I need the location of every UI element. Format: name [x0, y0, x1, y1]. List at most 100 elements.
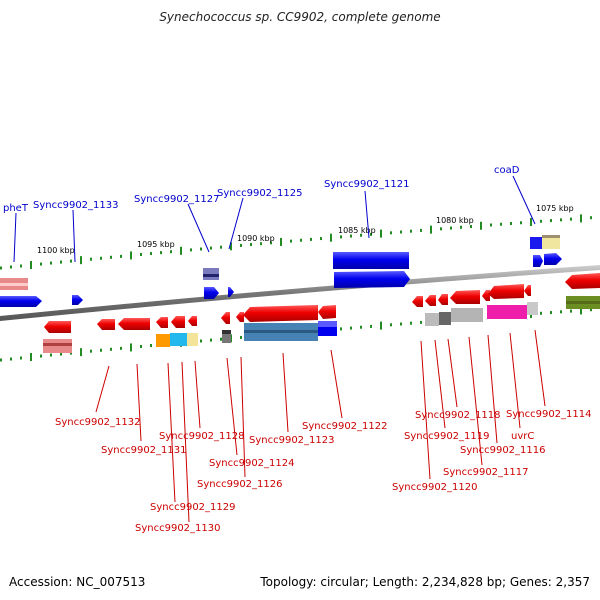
label-1125[interactable]: Syncc9902_1125: [217, 188, 303, 199]
scale-label-1095: 1095 kbp: [137, 240, 175, 249]
forward-scale-tick: [260, 242, 262, 246]
gene-1117[interactable]: [450, 290, 480, 304]
reverse-scale-tick: [10, 357, 12, 361]
gene-uvrC[interactable]: [488, 284, 524, 299]
gene-1121[interactable]: [334, 271, 410, 288]
label-1133[interactable]: Syncc9902_1133: [33, 200, 119, 211]
feature-yellow-coaD: [542, 237, 560, 249]
forward-scale-tick: [450, 226, 452, 230]
forward-scale-tick: [470, 225, 472, 229]
feature-gray-1126: [222, 330, 231, 343]
forward-scale-tick: [510, 222, 512, 226]
forward-scale-tick: [60, 260, 62, 264]
forward-scale-tick: [310, 237, 312, 241]
label-1130[interactable]: Syncc9902_1130: [135, 523, 221, 534]
reverse-scale-tick: [40, 354, 42, 358]
gene-1124[interactable]: [236, 312, 244, 322]
gene-coaD-small[interactable]: [533, 255, 543, 267]
gene-1122[interactable]: [318, 305, 336, 319]
forward-scale-tick: [360, 233, 362, 237]
reverse-scale-tick: [150, 344, 152, 348]
gene-1133[interactable]: [72, 295, 83, 305]
gene-1120[interactable]: [412, 296, 423, 307]
label-1117[interactable]: Syncc9902_1117: [443, 467, 529, 478]
label-1124[interactable]: Syncc9902_1124: [209, 458, 295, 469]
scale-label-1075: 1075 kbp: [536, 204, 574, 213]
gene-1129[interactable]: [156, 317, 168, 328]
gene-1128b[interactable]: [188, 316, 197, 326]
forward-scale-tick: [80, 256, 82, 265]
gene-1128[interactable]: [171, 316, 185, 328]
gene-1114[interactable]: [565, 273, 600, 289]
gene-1116[interactable]: [482, 290, 490, 301]
label-1129[interactable]: Syncc9902_1129: [150, 502, 236, 513]
feature-cyan-1128: [170, 333, 187, 346]
label-1126[interactable]: Syncc9902_1126: [197, 479, 283, 490]
forward-leader-lines: [13, 175, 536, 263]
label-1132[interactable]: Syncc9902_1132: [55, 417, 141, 428]
forward-scale-tick: [550, 219, 552, 223]
forward-scale-tick: [330, 233, 332, 242]
forward-labels: pheT Syncc9902_1133 Syncc9902_1127 Syncc…: [3, 165, 520, 214]
forward-scale-tick: [300, 238, 302, 242]
gene-coaD[interactable]: [544, 253, 562, 265]
label-1131[interactable]: Syncc9902_1131: [101, 445, 187, 456]
forward-scale-tick: [30, 261, 32, 270]
forward-scale-tick: [380, 229, 382, 238]
forward-scale-tick: [530, 218, 532, 227]
gene-1126[interactable]: [221, 312, 230, 324]
forward-scale-tick: [40, 262, 42, 266]
gene-1125[interactable]: [228, 287, 234, 297]
forward-scale-tick: [540, 219, 542, 223]
accession-text: Accession: NC_007513: [9, 575, 146, 589]
reverse-genes: [44, 273, 600, 333]
forward-scale-tick: [170, 250, 172, 254]
reverse-scale-tick: [210, 338, 212, 342]
label-coaD[interactable]: coaD: [494, 165, 520, 176]
forward-scale-tick: [50, 261, 52, 265]
reverse-scale-tick: [140, 344, 142, 348]
label-1123[interactable]: Syncc9902_1123: [249, 435, 335, 446]
forward-scale-tick: [250, 243, 252, 247]
reverse-scale-tick: [220, 337, 222, 341]
label-uvrC[interactable]: uvrC: [511, 431, 534, 442]
feature-orange-1129: [156, 334, 170, 347]
label-1116[interactable]: Syncc9902_1116: [460, 445, 546, 456]
gene-1131[interactable]: [97, 319, 115, 330]
forward-scale-tick: [500, 222, 502, 226]
forward-scale-tick: [320, 237, 322, 241]
forward-scale-tick: [100, 256, 102, 260]
label-pheT[interactable]: pheT: [3, 203, 29, 214]
forward-scale-tick: [130, 251, 132, 260]
forward-scale-tick: [210, 246, 212, 250]
reverse-scale-tick: [370, 324, 372, 328]
gene-1127[interactable]: [204, 287, 219, 299]
forward-genes: [0, 253, 562, 307]
forward-scale-tick: [430, 225, 432, 234]
gene-1118[interactable]: [438, 294, 448, 305]
gene-1132[interactable]: [44, 321, 71, 333]
label-1114[interactable]: Syncc9902_1114: [506, 409, 592, 420]
label-1121[interactable]: Syncc9902_1121: [324, 179, 410, 190]
forward-scale-tick: [480, 221, 482, 230]
gene-pheT[interactable]: [0, 296, 42, 307]
reverse-feature-blocks: [43, 296, 600, 353]
forward-scale-tick: [570, 217, 572, 221]
gene-uvrC-tip[interactable]: [524, 285, 531, 296]
reverse-scale-tick: [580, 306, 582, 315]
forward-scale-tick: [110, 255, 112, 259]
reverse-scale-tick: [540, 311, 542, 315]
label-1127[interactable]: Syncc9902_1127: [134, 194, 220, 205]
gene-1123[interactable]: [243, 305, 318, 322]
gene-1130[interactable]: [118, 318, 150, 330]
label-1119[interactable]: Syncc9902_1119: [404, 431, 490, 442]
label-1120[interactable]: Syncc9902_1120: [392, 482, 478, 493]
label-1122[interactable]: Syncc9902_1122: [302, 421, 388, 432]
forward-scale-tick: [150, 252, 152, 256]
label-1128[interactable]: Syncc9902_1128: [159, 431, 245, 442]
label-1118[interactable]: Syncc9902_1118: [415, 410, 501, 421]
gene-1119[interactable]: [425, 295, 436, 306]
forward-scale-tick: [340, 235, 342, 239]
genome-backbone: [0, 265, 600, 321]
